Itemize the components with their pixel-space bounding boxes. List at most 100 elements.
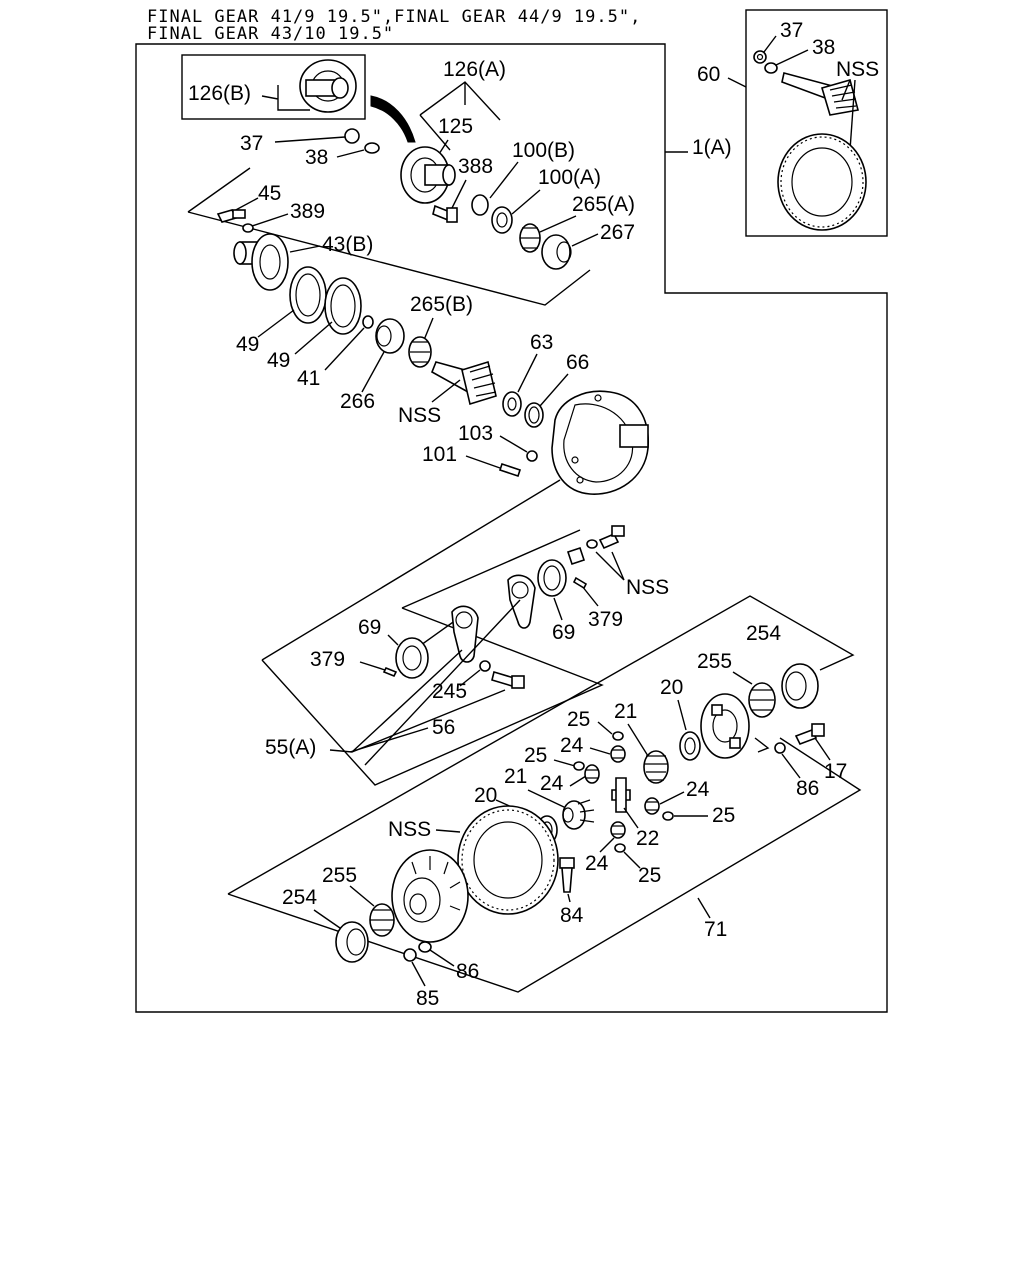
- label-49-b: 49: [267, 349, 290, 372]
- carrier-housing: [551, 390, 649, 495]
- label-pinion-nss: NSS: [398, 404, 441, 427]
- inset-box: [745, 9, 888, 237]
- label-cap-nss: NSS: [626, 576, 669, 599]
- label-255-b: 255: [322, 864, 357, 887]
- washer-86-right: [774, 742, 786, 754]
- washer-25-a: [612, 731, 624, 741]
- pinion-24-a: [610, 745, 626, 763]
- bearing-265a: [519, 223, 541, 253]
- label-126a: 126(A): [443, 58, 506, 81]
- bearing-cap-lower: [451, 605, 479, 663]
- label-100a: 100(A): [538, 166, 601, 189]
- inset-label-37: 37: [780, 19, 803, 42]
- assembly-connector: [261, 479, 561, 661]
- label-388: 388: [458, 155, 493, 178]
- cap-bolt-upper: [598, 525, 625, 550]
- label-37: 37: [240, 132, 263, 155]
- label-266: 266: [340, 390, 375, 413]
- washer-25-b: [573, 761, 585, 771]
- adjuster-69-upper: [537, 559, 567, 597]
- direction-arrow: [370, 95, 416, 143]
- label-24-d: 24: [585, 852, 609, 875]
- flange-126b: [299, 59, 357, 113]
- shim-49-a: [289, 266, 327, 324]
- adjuster-69-lower: [395, 637, 429, 679]
- label-38: 38: [305, 146, 328, 169]
- label-71: 71: [704, 918, 727, 941]
- pinion-24-b: [584, 764, 600, 784]
- label-56: 56: [432, 716, 455, 739]
- drive-pinion: [430, 360, 497, 406]
- spacer-100a: [491, 206, 513, 234]
- label-49-a: 49: [236, 333, 259, 356]
- washer-25-d: [614, 843, 626, 853]
- label-84: 84: [560, 904, 584, 927]
- label-63: 63: [530, 331, 553, 354]
- label-22: 22: [636, 827, 659, 850]
- nut-103: [526, 450, 538, 462]
- pinion-24-d: [610, 821, 626, 839]
- ring-gear: [457, 805, 559, 915]
- shim-63: [502, 391, 522, 417]
- header-line-1: FINAL GEAR 41/9 19.5",FINAL GEAR 44/9 19…: [147, 7, 641, 27]
- label-254-b: 254: [282, 886, 317, 909]
- label-66: 66: [566, 351, 589, 374]
- pin-379-upper: [572, 576, 588, 590]
- inset-ring-gear: [777, 133, 867, 231]
- label-125: 125: [438, 115, 473, 138]
- washer-86-left: [418, 941, 432, 953]
- label-20-a: 20: [660, 676, 683, 699]
- label-20-b: 20: [474, 784, 497, 807]
- bearing-cap-upper: [507, 574, 536, 629]
- cap-bolt-lower: [491, 670, 525, 689]
- oring-41: [362, 315, 374, 329]
- label-60: 60: [697, 63, 720, 86]
- cap-washer-upper: [586, 539, 598, 549]
- label-86-b: 86: [456, 960, 479, 983]
- bolt-388: [432, 204, 458, 223]
- side-gear-21-right: [643, 750, 669, 784]
- bolt-45: [216, 209, 246, 223]
- main-frame: [135, 43, 888, 1013]
- label-254-a: 254: [746, 622, 781, 645]
- retainer-bracket: [187, 167, 591, 306]
- label-25-b: 25: [524, 744, 547, 767]
- label-379-b: 379: [588, 608, 623, 631]
- label-43b: 43(B): [322, 233, 373, 256]
- label-265a: 265(A): [572, 193, 635, 216]
- label-101: 101: [422, 443, 457, 466]
- washer-25-c: [662, 811, 674, 821]
- stud-101: [498, 462, 522, 478]
- label-55a: 55(A): [265, 736, 316, 759]
- label-86-a: 86: [796, 777, 819, 800]
- label-379-a: 379: [310, 648, 345, 671]
- label-21-a: 21: [614, 700, 637, 723]
- washer-389: [242, 223, 254, 233]
- bearing-255-left: [369, 903, 395, 937]
- inset-pinion-shaft: [781, 72, 859, 116]
- lock-plate: [566, 546, 586, 566]
- washer-245: [479, 660, 491, 672]
- label-24-a: 24: [560, 734, 584, 757]
- race-267: [541, 234, 572, 270]
- pin-379-lower: [382, 666, 398, 678]
- label-265b: 265(B): [410, 293, 473, 316]
- bolt-17: [794, 723, 825, 746]
- race-254-right: [781, 663, 819, 709]
- header-line-2: FINAL GEAR 43/10 19.5": [147, 24, 394, 44]
- label-24-c: 24: [686, 778, 710, 801]
- label-45: 45: [258, 182, 281, 205]
- label-245: 245: [432, 680, 467, 703]
- cross-shaft-22: [611, 777, 631, 813]
- label-126b: 126(B): [188, 82, 251, 105]
- diff-case-right: [700, 693, 750, 759]
- label-389: 389: [290, 200, 325, 223]
- diff-case-left: [391, 849, 469, 943]
- race-266: [375, 318, 405, 354]
- label-25-a: 25: [567, 708, 590, 731]
- label-25-c: 25: [712, 804, 735, 827]
- bolt-84: [559, 857, 575, 893]
- inset-label-nss: NSS: [836, 58, 879, 81]
- differential-bracket: [227, 595, 862, 993]
